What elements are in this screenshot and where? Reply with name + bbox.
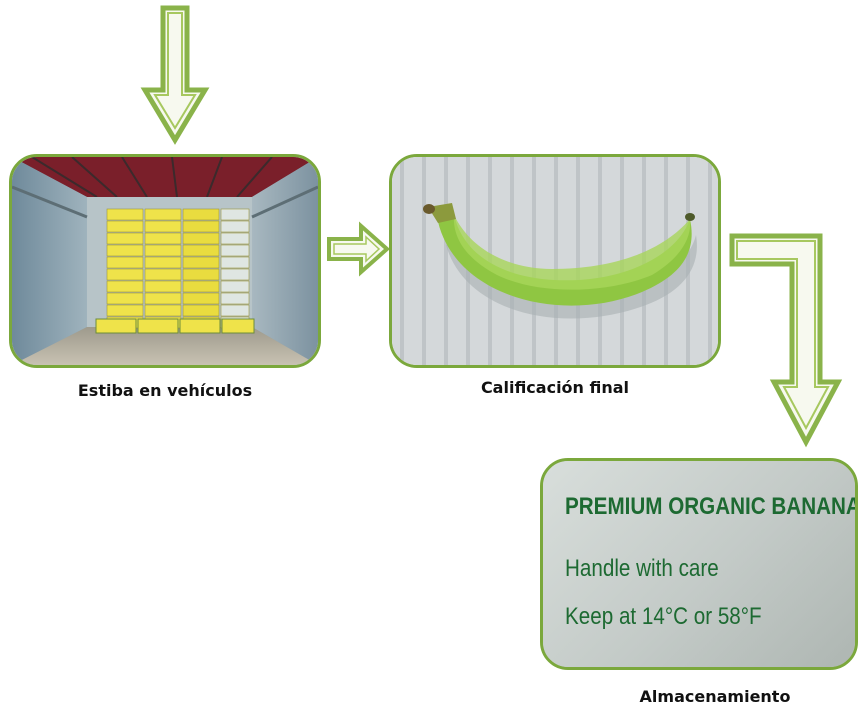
banana-box (144, 280, 182, 293)
banana-box (144, 220, 182, 233)
banana-box (182, 208, 220, 221)
label-photo-frame: PREMIUM ORGANIC BANANAS Handle with care… (540, 458, 858, 670)
caption-calificacion: Calificación final (480, 378, 630, 397)
label-line-3: Keep at 14°C or 58°F (565, 603, 762, 630)
banana-box (144, 268, 182, 281)
arrow-elbow-down-icon (729, 233, 843, 448)
banana-box (144, 304, 182, 317)
banana-box (182, 304, 220, 317)
truck-photo-frame (9, 154, 321, 368)
banana-box (220, 292, 250, 305)
caption-estiba: Estiba en vehículos (77, 381, 253, 400)
banana-box (106, 256, 144, 269)
banana-box (144, 232, 182, 245)
banana-box (220, 208, 250, 221)
banana-box (220, 244, 250, 257)
banana-box (220, 232, 250, 245)
banana-box (179, 318, 221, 334)
banana-box (144, 292, 182, 305)
banana-box (182, 292, 220, 305)
banana-box (144, 244, 182, 257)
banana-photo-frame (389, 154, 721, 368)
banana-box (220, 268, 250, 281)
banana-box (106, 280, 144, 293)
banana-box (144, 256, 182, 269)
banana-box (95, 318, 137, 334)
arrow-right-icon (327, 221, 391, 277)
banana-box (106, 268, 144, 281)
banana-box (182, 280, 220, 293)
banana-box (106, 220, 144, 233)
banana-box (144, 208, 182, 221)
banana-box (220, 256, 250, 269)
label-line-1: PREMIUM ORGANIC BANANAS (565, 493, 858, 520)
banana-box (182, 256, 220, 269)
banana-box (221, 318, 255, 334)
banana-box (182, 268, 220, 281)
label-photo: PREMIUM ORGANIC BANANAS Handle with care… (543, 461, 855, 667)
label-line-2: Handle with care (565, 555, 719, 582)
banana-box (106, 232, 144, 245)
banana-box (182, 220, 220, 233)
arrow-down-icon (140, 5, 210, 145)
banana-box (220, 220, 250, 233)
banana-box (182, 232, 220, 245)
caption-almacenamiento: Almacenamiento (639, 687, 791, 706)
banana-box (182, 244, 220, 257)
banana-box (220, 304, 250, 317)
banana-box (220, 280, 250, 293)
banana-box (106, 244, 144, 257)
banana-photo (392, 157, 718, 365)
banana-box (137, 318, 179, 334)
banana-box (106, 208, 144, 221)
banana-box (106, 292, 144, 305)
banana-box (106, 304, 144, 317)
truck-cargo-photo (12, 157, 318, 365)
